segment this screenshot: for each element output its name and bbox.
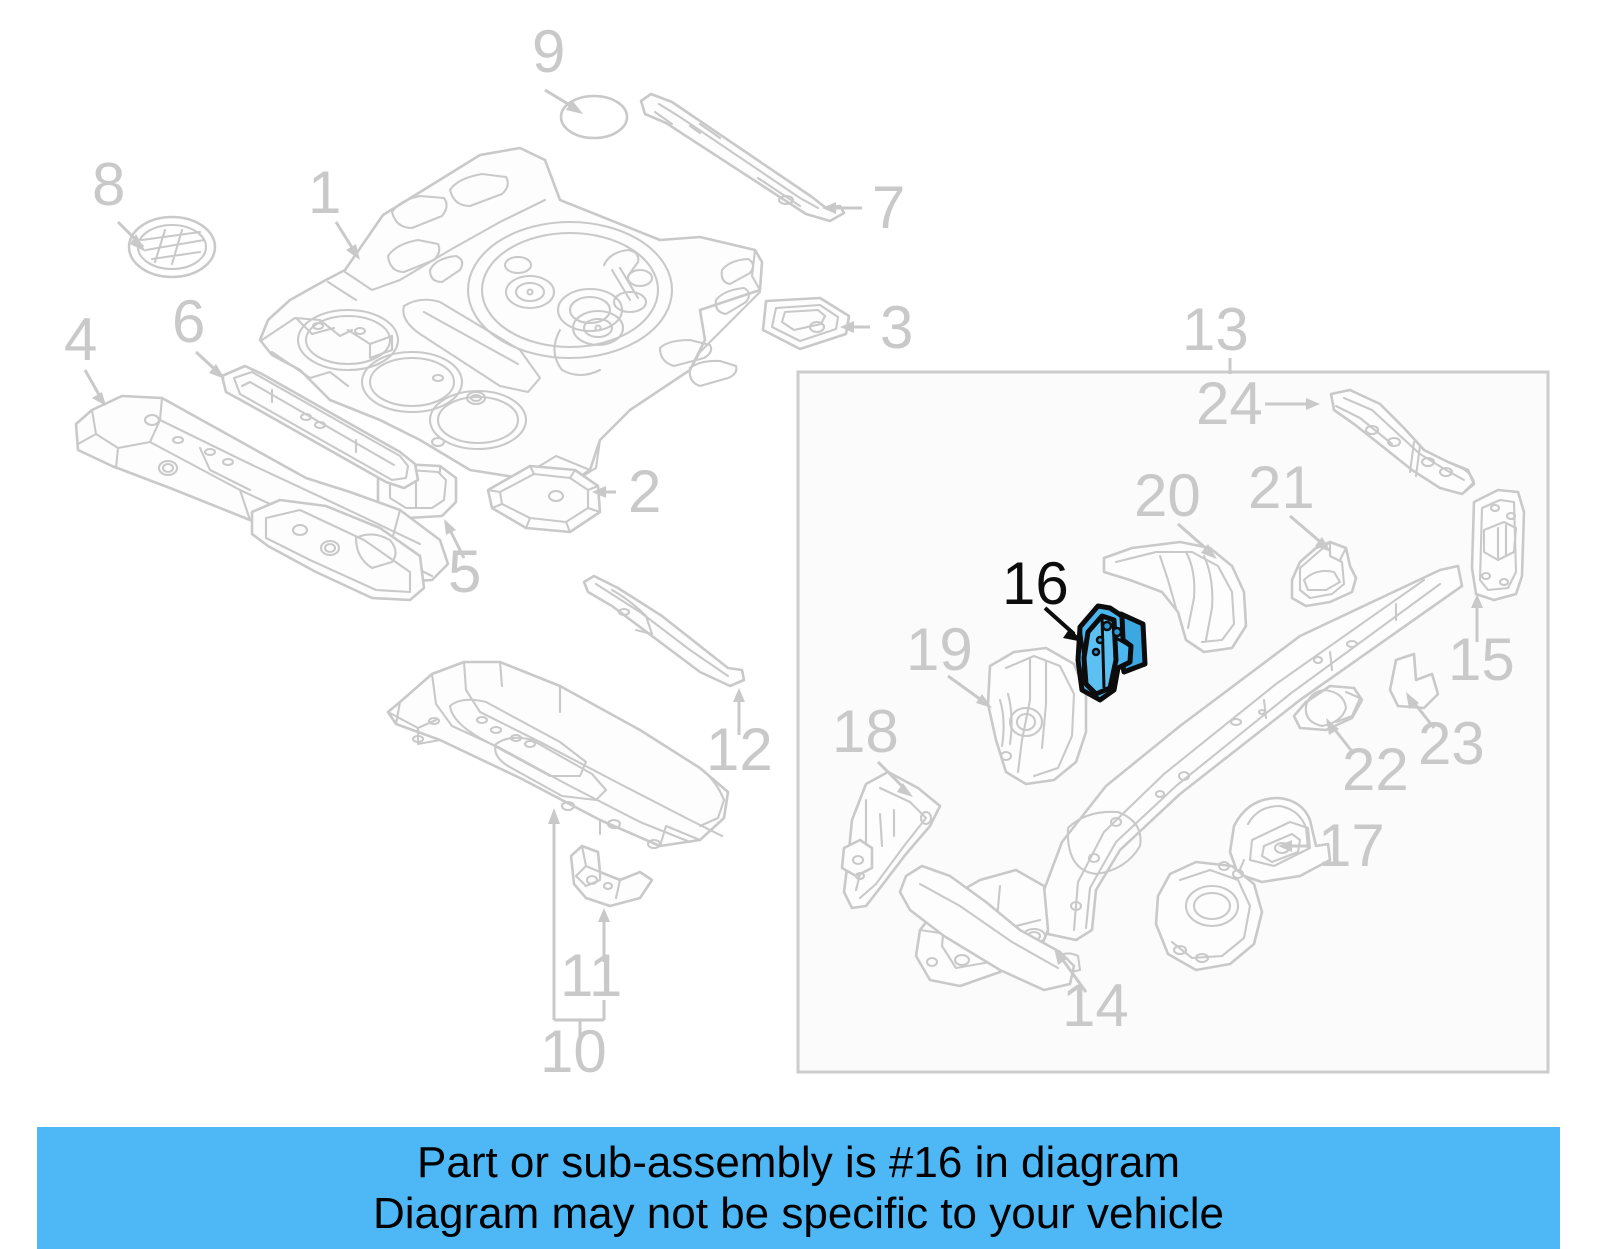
leader-12 [733,688,745,735]
leader-9 [544,88,583,114]
leader-18 [876,760,913,797]
callout-number-8: 8 [92,151,125,218]
callout-number-23: 23 [1418,710,1485,777]
leader-14 [1054,948,1088,993]
part-12-shape [582,574,746,688]
leader-16 [1043,606,1083,642]
leader-4 [83,369,106,406]
part-24-shape [1329,388,1476,496]
leader-11 [598,908,610,962]
callout-number-10: 10 [540,1018,607,1085]
callout-number-19: 19 [906,616,973,683]
leader-1 [334,221,360,260]
part-11-shape [569,844,654,908]
callout-number-17: 17 [1318,812,1385,879]
leader-20 [1177,522,1217,559]
callout-number-15: 15 [1448,626,1515,693]
part-4-shape [74,394,450,602]
part-2-shape [486,464,602,534]
leader-5 [444,519,466,559]
part-7-shape [639,92,846,223]
leader-24 [1265,398,1320,410]
callout-number-22: 22 [1342,736,1409,803]
callout-number-2: 2 [628,458,661,525]
callout-number-11: 11 [560,942,622,1009]
callout-number-9: 9 [532,18,565,85]
leader-7 [822,202,862,214]
callout-number-18: 18 [832,698,899,765]
leader-6 [194,350,225,379]
callout-number-16: 16 [1002,550,1069,617]
part-19-shape [986,646,1088,786]
leader-10 [548,808,606,1038]
leader-2 [592,486,616,498]
callout-number-14: 14 [1062,972,1129,1039]
part-9-shape [559,94,629,140]
callout-number-21: 21 [1248,454,1315,521]
part-20-shape [1102,540,1248,654]
part-23-shape [1388,652,1440,710]
part-1-shape [258,146,764,492]
leader-8 [116,220,146,252]
callout-number-24: 24 [1196,370,1263,437]
callout-number-3: 3 [880,294,913,361]
part-22-shape [1292,684,1364,732]
leader-3 [840,321,870,333]
callout-number-1: 1 [308,159,341,226]
banner-line-2: Diagram may not be specific to your vehi… [372,1189,1225,1238]
leader-15 [1471,594,1483,642]
callout-number-13: 13 [1182,296,1249,363]
leader-17 [1278,840,1310,852]
leader-22 [1326,718,1356,755]
part-15-shape [1470,488,1526,602]
info-banner: Part or sub-assembly is #16 in diagram D… [37,1127,1560,1249]
part-17-shape [1228,796,1332,884]
part-6-shape [220,364,420,490]
part-lower-right-node-shape [1154,860,1264,972]
callout-number-5: 5 [448,538,481,605]
callout-number-4: 4 [64,306,97,373]
banner-line-1: Part or sub-assembly is #16 in diagram [417,1137,1180,1187]
part-10-shape [386,660,730,850]
part-3-shape [761,296,851,351]
callout-number-6: 6 [172,288,205,355]
part-18-shape [840,770,942,910]
leader-19 [947,674,992,708]
leader-23 [1406,692,1436,729]
leader-21 [1289,514,1331,552]
callout-number-12: 12 [706,716,773,783]
callout-number-20: 20 [1134,462,1201,529]
callout-number-7: 7 [872,174,905,241]
part-16-highlighted-shape [1075,603,1148,703]
part-21-shape [1290,540,1358,608]
